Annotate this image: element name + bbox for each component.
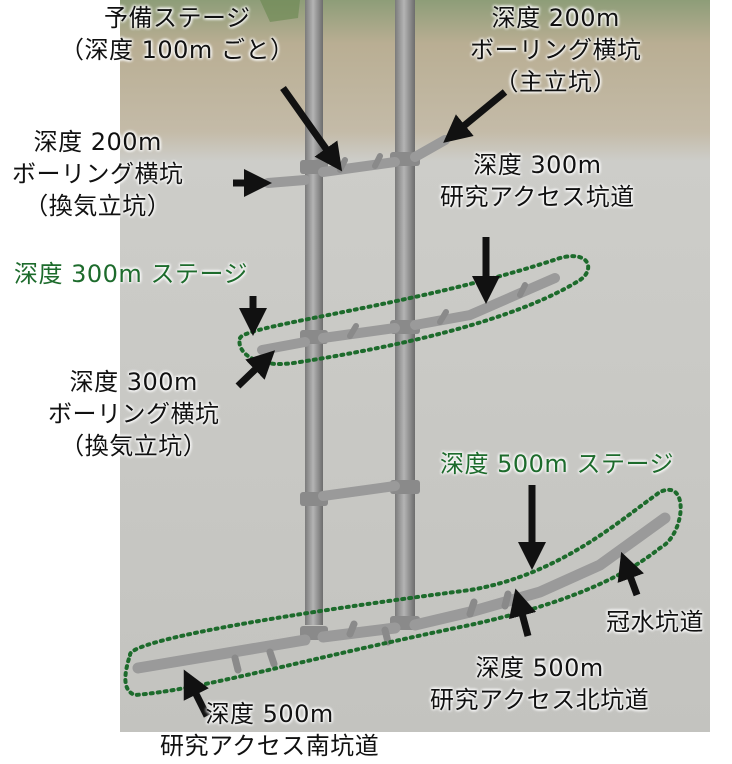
- ventilation-shaft: [305, 0, 323, 625]
- arrow-access-500-south: [183, 669, 211, 718]
- label-access-500-north: 深度 500m 研究アクセス北坑道: [430, 656, 649, 712]
- label-line: 研究アクセス南坑道: [160, 732, 380, 760]
- label-line: 深度 500m: [205, 700, 334, 728]
- label-line: 予備ステージ: [103, 4, 251, 32]
- label-line: 深度 300m ステージ: [14, 260, 248, 288]
- label-line: 研究アクセス北坑道: [430, 686, 650, 714]
- tunnels-300m: [257, 273, 560, 355]
- label-line: 深度 500m ステージ: [440, 450, 674, 478]
- label-line: （主立坑）: [494, 68, 617, 96]
- label-line: 深度 300m: [473, 151, 602, 179]
- label-line: （換気立坑）: [24, 192, 172, 220]
- label-line: 深度 200m: [491, 4, 620, 32]
- arrow-boring-300-vent: [235, 350, 276, 389]
- label-spare-stage: 予備ステージ （深度 100m ごと）: [60, 6, 294, 62]
- main-shaft: [395, 0, 415, 625]
- label-stage-500: 深度 500m ステージ: [440, 452, 674, 476]
- label-line: 深度 300m: [69, 368, 198, 396]
- label-line: 研究アクセス坑道: [440, 183, 635, 211]
- arrow-boring-200-main: [443, 89, 508, 143]
- label-line: 深度 200m: [33, 128, 162, 156]
- label-boring-200-main: 深度 200m ボーリング横坑 （主立坑）: [470, 6, 642, 94]
- label-boring-200-vent: 深度 200m ボーリング横坑 （換気立坑）: [12, 130, 184, 218]
- label-line: 深度 500m: [475, 654, 604, 682]
- arrow-flooded-drift: [617, 551, 644, 597]
- label-line: ボーリング横坑: [12, 160, 184, 188]
- arrows: [183, 85, 644, 718]
- label-flooded-drift: 冠水坑道: [606, 610, 704, 634]
- label-access-500-south: 深度 500m 研究アクセス南坑道: [160, 702, 379, 758]
- label-access-300: 深度 300m 研究アクセス坑道: [440, 153, 635, 209]
- label-line: ボーリング横坑: [48, 400, 220, 428]
- stage-300m-outline: [237, 254, 591, 366]
- arrow-spare-stage: [280, 85, 343, 172]
- surface-vegetation: [260, 0, 300, 22]
- tunnels-500m: [132, 512, 671, 674]
- tunnels-400m: [318, 481, 400, 501]
- label-line: （深度 100m ごと）: [60, 36, 295, 64]
- arrow-access-500-north: [509, 588, 537, 637]
- label-line: ボーリング横坑: [470, 36, 642, 64]
- label-boring-300-vent: 深度 300m ボーリング横坑 （換気立坑）: [48, 370, 220, 458]
- label-stage-300: 深度 300m ステージ: [14, 262, 248, 286]
- label-line: 冠水坑道: [606, 608, 704, 636]
- label-line: （換気立坑）: [60, 432, 208, 460]
